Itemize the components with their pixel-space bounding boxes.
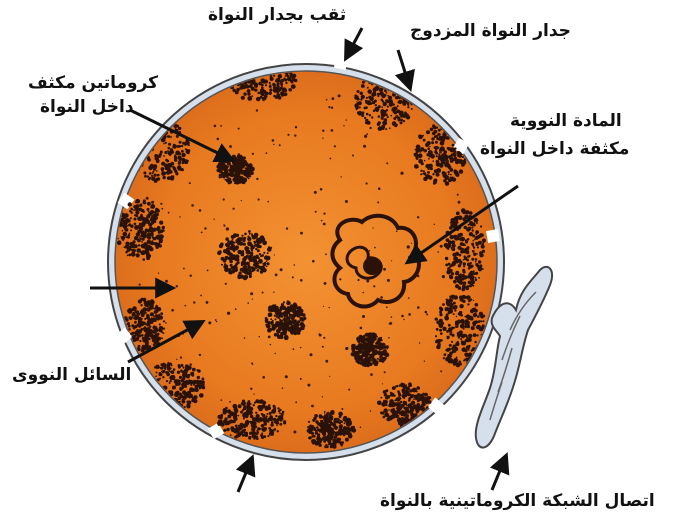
label-double-wall: جدار النواة المزدوج bbox=[410, 20, 571, 42]
label-nuclear-fluid: السائل النووى bbox=[12, 364, 131, 386]
label-chromatin-dense-1: كروماتين مكثف bbox=[28, 72, 158, 94]
arrow-connection bbox=[492, 456, 506, 490]
label-nuclear-material-1: المادة النووية bbox=[510, 110, 622, 132]
arrow-double-wall bbox=[398, 50, 410, 88]
label-connection: اتصال الشبكة الكروماتينية بالنواة bbox=[380, 490, 655, 512]
label-chromatin-dense-2: داخل النواة bbox=[40, 96, 134, 118]
label-pore: ثقب بجدار النواة bbox=[208, 4, 346, 26]
label-nuclear-material-2: مكثفة داخل النواة bbox=[480, 138, 629, 160]
arrow-bottom-wall bbox=[238, 458, 252, 492]
arrow-pore bbox=[346, 28, 362, 58]
